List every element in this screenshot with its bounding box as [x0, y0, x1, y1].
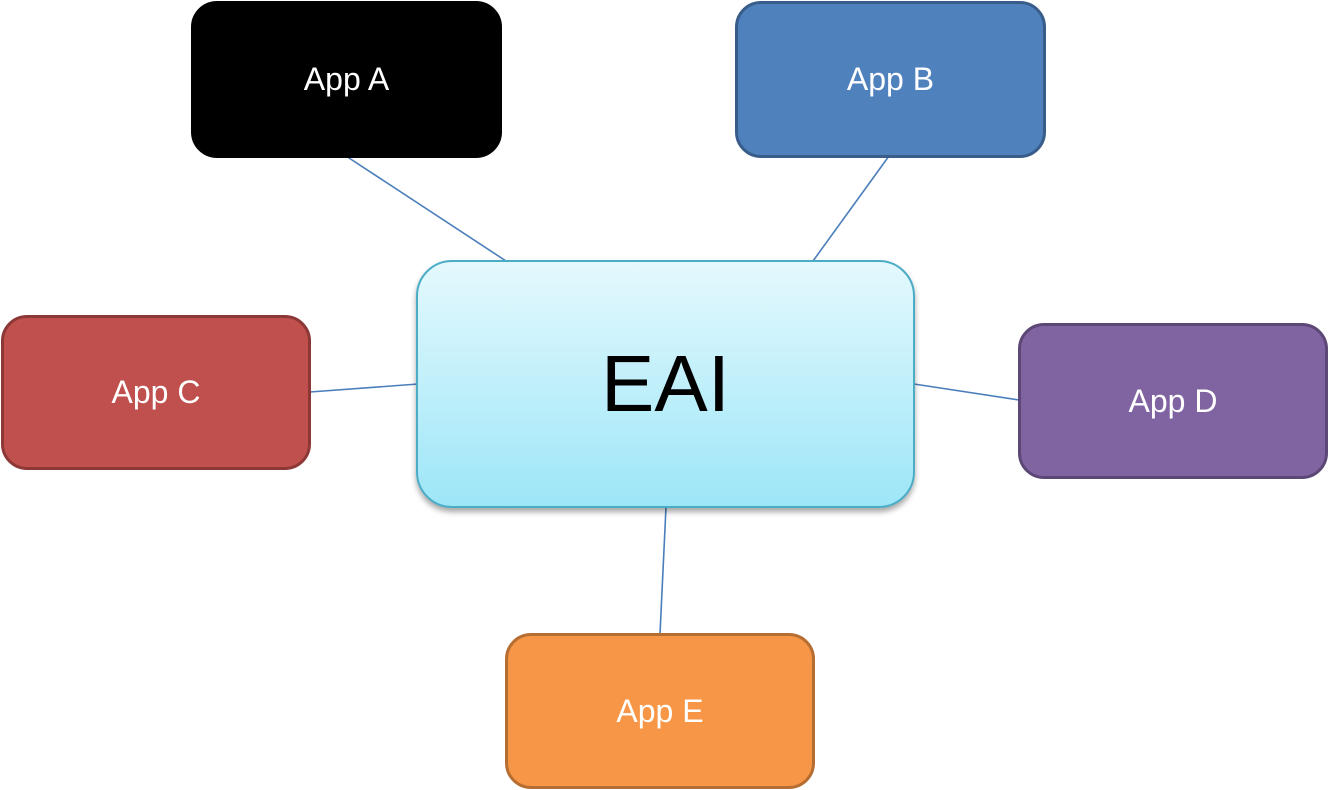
connector-app-c — [309, 383, 419, 393]
eai-hub-label: EAI — [601, 339, 730, 428]
app-a-label: App A — [303, 61, 390, 97]
app-c-label: App C — [111, 374, 201, 410]
app-e-node: App E — [505, 633, 815, 789]
app-e-label: App E — [616, 692, 704, 729]
app-a-node: App A — [191, 1, 502, 158]
app-d-node: App D — [1018, 323, 1328, 479]
app-b-node: App B — [735, 1, 1046, 158]
connector-app-d — [913, 383, 1020, 401]
connector-app-e — [659, 506, 667, 635]
connector-app-b — [812, 155, 890, 262]
app-c-node: App C — [1, 315, 311, 470]
connector-app-a — [345, 155, 507, 262]
eai-hub: EAI — [416, 260, 915, 508]
app-b-label: App B — [846, 61, 935, 97]
app-d-label: App D — [1128, 382, 1218, 419]
